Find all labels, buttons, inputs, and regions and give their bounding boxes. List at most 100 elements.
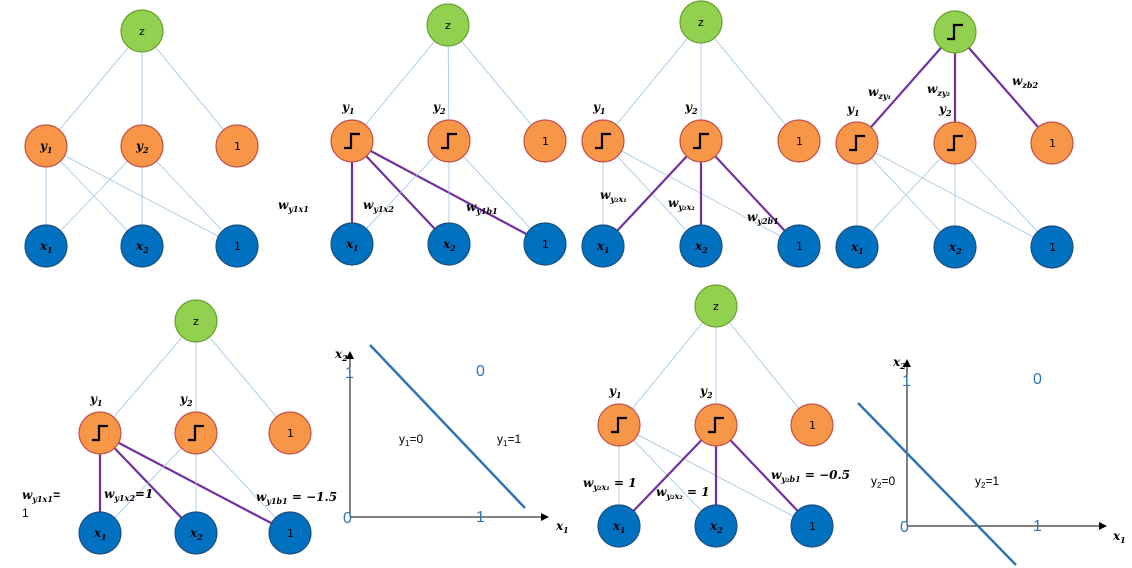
p6-node-x1-label: x1 [612,519,626,535]
p5-node-hidden-bias [268,411,312,455]
p4-node-x1 [835,225,879,269]
p2-node-input-bias [523,222,567,266]
p3-node-input-bias-label: 1 [796,240,803,253]
p5-edge-z-h0 [99,320,197,434]
p5-weight-y1x2: wy1x2=1 [104,487,153,503]
p6-node-z [694,284,738,328]
p4-edge-y2-x0 [856,142,956,248]
p1-node-z-label: z [139,25,145,38]
p5-node-input-bias-label: 1 [287,527,294,540]
p5-node-x1 [78,511,122,555]
p5-node-x2-label: x2 [189,526,203,542]
p5-edge-y2-x0 [99,432,197,534]
plot2-region-top-label: 0 [1033,371,1042,388]
p3-y2-label: y2 [684,100,698,116]
p2-node-input-bias-label: 1 [542,238,549,251]
p5-node-x2 [174,511,218,555]
p4-node-hidden-bias [1030,121,1074,165]
p2-y2-step-function-icon [441,132,457,150]
p4-weight-zy1: wzy₁ [868,85,891,101]
p4-node-x2 [933,225,977,269]
p3-edge-y2-x2 [700,140,800,247]
plot1-tick-x1: 1 [476,509,485,526]
p3-node-z-label: z [698,16,704,29]
p2-node-x2-label: x2 [442,237,456,253]
decision-plot-y2: x1 x2 1 0 1 0 y2=0 y2=1 [857,355,1126,566]
p1-node-x2-label: x2 [135,239,149,255]
p3-weight-y2x2: wy₂x₂ [668,196,695,212]
p2-edge-y1-x2 [351,140,546,245]
p1-node-y1 [24,124,68,168]
p3-y1-label: y1 [592,100,606,116]
p3-node-x2 [679,224,723,268]
p3-edge-z-h0 [602,21,702,142]
p1-node-input-bias [215,224,259,268]
p3-y1-step-function-icon [595,132,611,150]
p6-node-input-bias [790,504,834,548]
p2-y1-step-function-icon [344,132,360,150]
p3-node-z [679,0,723,44]
p4-node-input-bias-label: 1 [1049,241,1056,254]
p3-node-x1-label: x1 [596,239,610,255]
p5-y2-label: y2 [179,392,193,408]
p5-node-z-label: z [193,315,199,328]
plot1-region-top-label: 0 [476,363,485,380]
p3-edge-z-h2 [700,21,800,142]
p3-node-input-bias [777,224,821,268]
plot2-boundary-line [857,402,1017,566]
p6-weight-y2b1: wy₂b1 = −0.5 [771,468,850,484]
p5-weight-y1x1: wy1x1= [22,488,60,504]
p6-y1-label: y1 [608,384,622,400]
p1-edge-y2-x2 [141,145,238,247]
p6-edge-z-h0 [618,305,717,426]
p1-edge-z-h0 [45,30,143,147]
plot2-y-axis-label: x2 [892,355,906,371]
p1-node-y1-label: y1 [39,139,53,155]
p2-node-hidden-bias [523,119,567,163]
edges-layer [45,21,1053,534]
p4-y2-label: y2 [938,102,952,118]
p5-y2-step-function-icon [188,424,204,442]
p6-weight-y2x2: wy₂x₂ = 1 [656,485,710,501]
p4-edge-z-h0 [856,31,956,144]
p1-node-x1 [24,224,68,268]
p6-node-hidden-bias-label: 1 [809,419,816,432]
p2-node-z-label: z [445,19,451,32]
p4-y2-step-function-icon [947,134,963,152]
p6-node-x2 [694,504,738,548]
plot2-origin: 0 [900,519,909,536]
plot1-y-axis-label: x2 [334,347,348,363]
plot1-boundary-line [369,344,526,509]
p4-node-x2-label: x2 [948,240,962,256]
p6-y1-step-function-icon [611,416,627,434]
p3-edge-y2-x0 [602,140,702,247]
p5-y1-label: y1 [89,392,103,408]
p2-edge-z-h0 [351,24,449,142]
p4-node-input-bias [1030,225,1074,269]
p6-edge-y2-x2 [715,424,813,527]
p2-edge-y2-x0 [351,140,450,245]
decision-plot-y1: x1 x2 1 0 1 0 y1=0 y1=1 [334,344,569,535]
p3-node-x2-label: x2 [694,239,708,255]
p6-y2-step-function-icon [708,416,724,434]
p5-y1-step-function-icon [92,424,108,442]
p5-edge-y2-x2 [195,432,291,534]
p5-edge-y1-x2 [99,432,291,534]
plot2-x-axis-label: x1 [1112,529,1126,545]
p1-node-x2 [120,224,164,268]
p6-weight-y2x1: wy₂x₁ = 1 [583,476,637,492]
p1-node-z [120,9,164,53]
p1-node-input-bias-label: 1 [234,240,241,253]
p2-weight-y1x2: wy1x2 [363,198,394,214]
p4-y1-label: y1 [846,102,860,118]
p4-node-hidden-bias-label: 1 [1049,137,1056,150]
p6-node-input-bias-label: 1 [809,520,816,533]
p3-y2-step-function-icon [693,132,709,150]
plot2-tick-y1: 1 [902,373,911,390]
p4-y1-step-function-icon [849,134,865,152]
p5-weight-y1x1-value: 1 [22,506,29,520]
p1-node-y2-label: y2 [135,139,149,155]
p2-node-z [426,3,470,47]
